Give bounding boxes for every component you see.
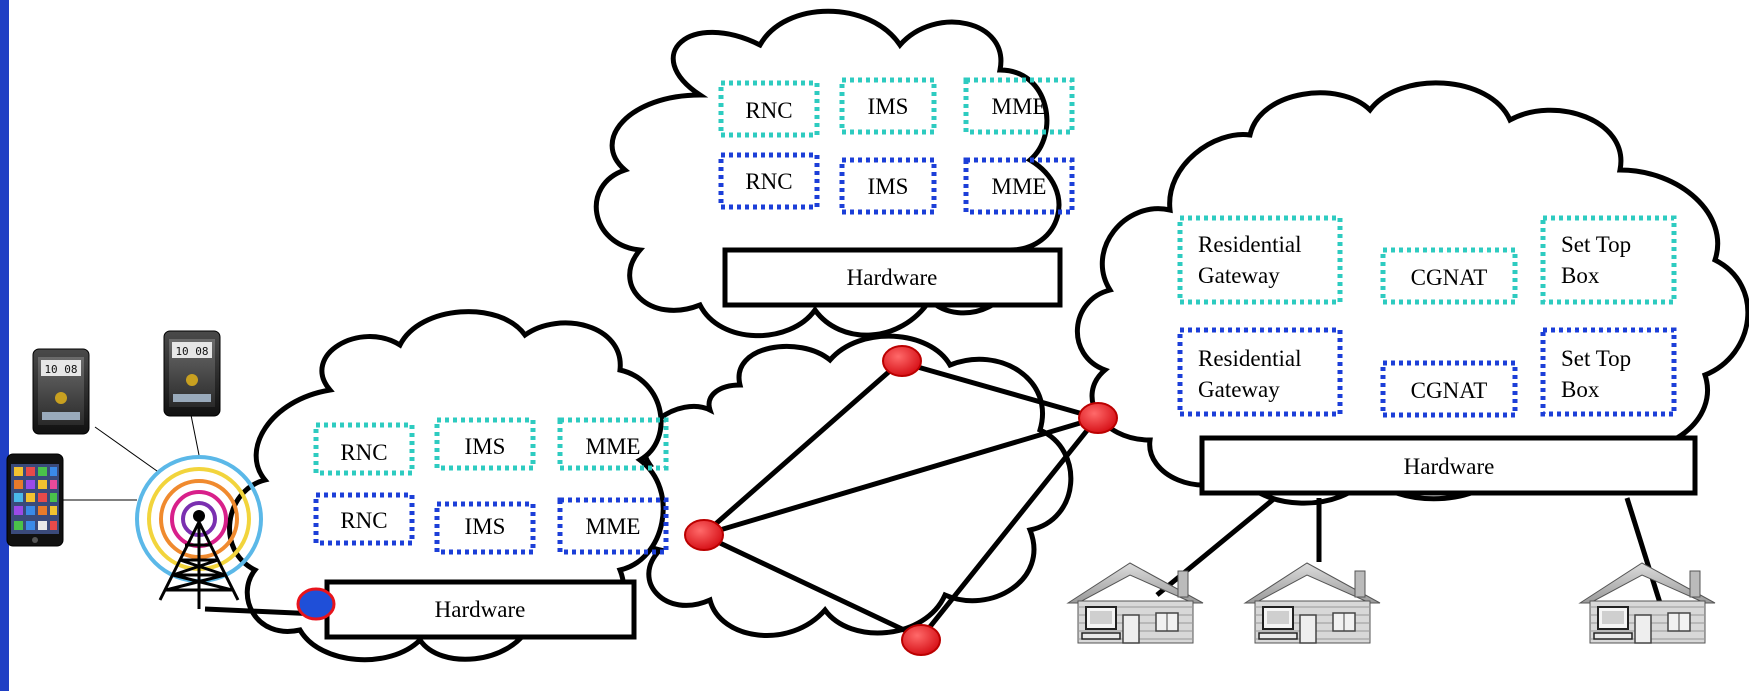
access-node <box>296 587 336 621</box>
vnf-box-teal <box>963 77 1075 135</box>
link-n3-n4 <box>701 532 923 641</box>
vnf-box-teal <box>1540 215 1677 305</box>
vnf-label: Residential <box>1198 346 1301 371</box>
top-function-boxes: RNC IMS MME RNC IMS MME Hardware <box>718 77 1075 308</box>
router-node <box>882 345 922 377</box>
vnf-label: MME <box>586 434 641 459</box>
link-n2-n3 <box>702 415 1098 538</box>
smartphone-icon: 10 08 <box>163 330 221 417</box>
smartphone-icon: 10 08 <box>32 348 90 435</box>
hardware-label: Hardware <box>847 265 938 290</box>
vnf-box-blue <box>1540 327 1677 417</box>
vnf-label: MME <box>992 174 1047 199</box>
vnf-box-teal <box>718 80 820 138</box>
vnf-box-teal <box>557 417 669 471</box>
link-n1-n3 <box>701 360 902 537</box>
link-n1-n2 <box>899 359 1098 421</box>
house-computer-icon <box>1243 562 1381 644</box>
right-function-boxes: Residential Gateway CGNAT Set Top Box Re… <box>1177 215 1698 496</box>
vnf-label: Gateway <box>1198 263 1280 288</box>
vnf-label: Set Top <box>1561 346 1631 371</box>
house-computer-icon <box>1066 562 1204 644</box>
vnf-label: Residential <box>1198 232 1301 257</box>
vnf-label: RNC <box>745 98 792 123</box>
router-node <box>684 519 724 551</box>
vnf-box-blue <box>313 492 415 546</box>
vnf-label: MME <box>992 94 1047 119</box>
vnf-box-blue <box>963 157 1075 215</box>
vnf-label: Set Top <box>1561 232 1631 257</box>
vnf-box-teal <box>434 417 536 471</box>
vnf-box-teal <box>313 422 415 476</box>
vnf-box-teal <box>1177 215 1343 305</box>
vnf-box-blue <box>1380 360 1518 418</box>
tower-link <box>204 606 319 617</box>
vnf-label: Box <box>1561 377 1600 402</box>
vnf-label: IMS <box>465 514 506 539</box>
phone-clock: 10 08 <box>44 363 77 376</box>
vnf-box-teal <box>1380 247 1518 305</box>
residential-links <box>1155 496 1663 604</box>
hardware-label: Hardware <box>435 597 526 622</box>
hardware-box <box>324 579 637 640</box>
hardware-box <box>1199 435 1698 496</box>
hardware-label: Hardware <box>1404 454 1495 479</box>
phone-clock: 10 08 <box>175 345 208 358</box>
vnf-label: RNC <box>340 508 387 533</box>
vnf-box-blue <box>434 501 536 555</box>
left-function-boxes: RNC IMS MME RNC IMS MME Hardware <box>313 417 669 640</box>
vnf-label: IMS <box>868 94 909 119</box>
vnf-label: Box <box>1561 263 1600 288</box>
transport-links <box>701 359 1099 641</box>
left-border-bar <box>0 0 9 691</box>
house-computer-icon <box>1578 562 1716 644</box>
vnf-label: IMS <box>465 434 506 459</box>
vnf-label: RNC <box>340 440 387 465</box>
router-node <box>1078 402 1118 434</box>
vnf-label: Gateway <box>1198 377 1280 402</box>
vnf-label: IMS <box>868 174 909 199</box>
router-nodes <box>684 345 1118 656</box>
vnf-label: MME <box>586 514 641 539</box>
vnf-label: RNC <box>745 169 792 194</box>
vnf-box-blue <box>557 497 669 555</box>
vnf-label: CGNAT <box>1411 265 1488 290</box>
router-node <box>901 624 941 656</box>
vnf-box-blue <box>718 152 820 210</box>
vnf-box-blue <box>1177 327 1343 417</box>
cloud-middle <box>620 333 1074 638</box>
iphone-icon <box>6 453 64 547</box>
link-n2-n4 <box>919 416 1099 640</box>
phone-links <box>63 409 200 501</box>
vnf-label: CGNAT <box>1411 378 1488 403</box>
hardware-box <box>722 247 1063 308</box>
cell-tower-icon <box>135 455 263 609</box>
